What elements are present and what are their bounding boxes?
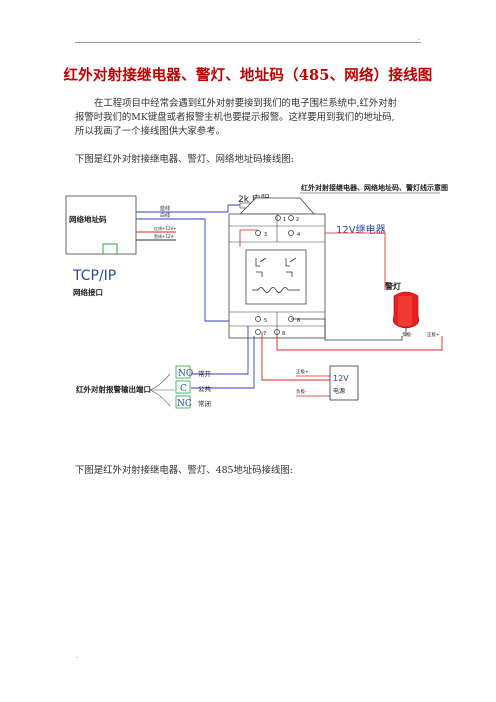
address-code-box xyxy=(65,195,137,255)
document-title: 红外对射接继电器、警灯、地址码（485、网络）接线图 xyxy=(63,67,433,84)
contact-nc-code: NC xyxy=(177,399,192,409)
caption-network: 下图是红外对射接继电器、警灯、网络地址码接线图: xyxy=(75,154,294,165)
footer-dot: . xyxy=(76,652,79,660)
contact-no-name: 常开 xyxy=(198,369,212,378)
relay-label: 12V继电器 xyxy=(336,223,386,236)
intro-line-1: 在工程项目中经常会遇到红外对射要接到我们的电子围栏系统中,红外对射 xyxy=(94,98,397,109)
header-rule xyxy=(75,42,421,43)
contact-c-code: C xyxy=(180,384,187,394)
diagram-heading: 红外对射接继电器、网络地址码、警灯线示意图 xyxy=(301,183,448,192)
contact-nc-name: 常闭 xyxy=(198,399,211,408)
light-neg-label: 负极- xyxy=(402,331,413,338)
red-wire-label: 红线+12V+ xyxy=(154,225,177,231)
white-wire-label: 白线 xyxy=(160,212,170,219)
blue-wire xyxy=(136,204,240,213)
address-code-label: 网络地址码 xyxy=(69,214,107,224)
psu-voltage: 12V xyxy=(333,374,349,383)
relay-schematic xyxy=(245,249,307,305)
terminal-5: 5 xyxy=(264,318,267,324)
terminal-7: 7 xyxy=(263,331,266,337)
red-power-wire xyxy=(276,335,443,351)
black-wire-label: 黑线+12V- xyxy=(154,233,175,239)
psu-neg-label: 负极- xyxy=(296,388,307,395)
terminal-8: 8 xyxy=(282,331,285,337)
caption-485: 下图是红外对射接继电器、警灯、485地址码接线图: xyxy=(75,465,293,476)
contact-no-code: NO xyxy=(178,369,193,379)
terminal-6: 6 xyxy=(297,318,300,324)
ir-output-label: 红外对射报警输出端口 xyxy=(76,384,151,394)
intro-line-2: 报警时我们的MK键盘或者报警主机也要提示报警。这样要用到我们的地址码, xyxy=(75,112,395,123)
intro-line-3: 所以我画了一个接线图供大家参考。 xyxy=(75,126,226,137)
header-dot: . xyxy=(418,34,421,42)
tcpip-label: TCP/IP xyxy=(72,268,116,284)
relay-terminals: 1 2 3 4 5 6 7 8 xyxy=(255,215,300,337)
contact-no-box xyxy=(175,365,191,379)
contact-nc-box xyxy=(175,395,191,409)
alarm-light-label: 警灯 xyxy=(384,281,401,291)
light-pos-label: 正极+ xyxy=(427,331,440,338)
blue-wire-label: 蓝线 xyxy=(160,205,170,212)
terminal-1: 1 xyxy=(283,217,286,223)
network-port-label: 网络接口 xyxy=(73,287,103,297)
terminal-4: 4 xyxy=(297,232,300,238)
contact-c-name: 公共 xyxy=(198,384,212,393)
psu-label: 电源 xyxy=(333,387,345,395)
alarm-light-icon xyxy=(392,291,420,329)
white-wire xyxy=(136,218,242,322)
terminal-3: 3 xyxy=(264,232,267,238)
psu-box xyxy=(329,365,359,401)
contact-c-box xyxy=(175,380,191,394)
terminal-2: 2 xyxy=(296,217,299,223)
psu-pos-label: 正极+ xyxy=(296,368,309,375)
